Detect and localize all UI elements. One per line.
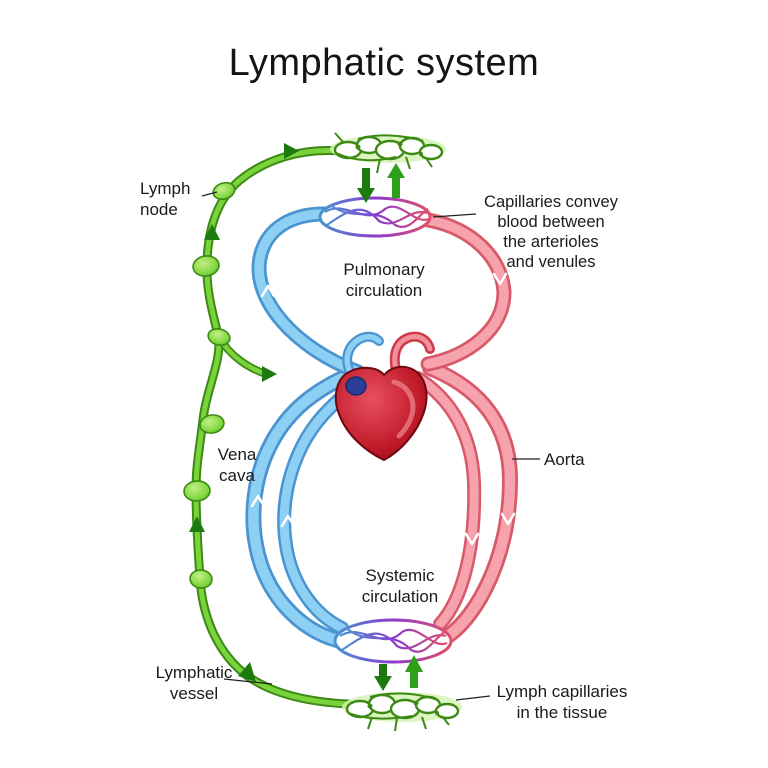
label-systemic-circulation: Systemic circulation <box>361 566 439 606</box>
exchange-arrows-top <box>357 163 405 203</box>
pulmonary-artery-loop <box>420 212 512 372</box>
lymph-node <box>183 480 211 502</box>
systemic-arteries-aorta <box>411 360 519 644</box>
up-arrow-icon <box>405 655 423 672</box>
lymph-node <box>189 569 213 589</box>
lymph-node <box>212 181 236 201</box>
lymph-node <box>192 255 220 277</box>
label-lymph-node: Lymph node <box>140 179 191 219</box>
lymph-nodes <box>183 181 236 589</box>
lymph-flow-arrows <box>189 143 299 682</box>
blood-flow-arrows <box>250 272 516 546</box>
label-capillaries-convey: Capillaries convey blood between the art… <box>484 193 618 272</box>
label-vena-cava: Vena cava <box>217 445 257 485</box>
leader-lymph-capillaries <box>455 695 491 701</box>
exchange-arrows-bottom <box>374 655 423 691</box>
lymph-capillary-network-top <box>330 132 446 174</box>
heart <box>334 331 435 462</box>
systemic-capillary-bed <box>333 618 453 664</box>
label-aorta: Aorta <box>544 450 585 469</box>
leader-lymphatic-vessel <box>223 678 273 685</box>
diagram-title: Lymphatic system <box>228 42 540 84</box>
leader-lines <box>201 191 540 701</box>
leader-capillaries <box>432 213 477 218</box>
lymph-node <box>207 327 231 347</box>
label-pulmonary-circulation: Pulmonary circulation <box>343 260 425 300</box>
heart-atrium <box>345 376 367 396</box>
lymph-capillary-network-bottom <box>342 692 462 732</box>
label-lymph-capillaries: Lymph capillaries in the tissue <box>496 682 628 722</box>
pulmonary-capillary-bed <box>318 196 432 238</box>
lymph-node <box>199 414 225 434</box>
up-arrow-icon <box>387 163 405 178</box>
pulmonary-vein-loop <box>251 206 366 380</box>
down-arrow-icon <box>374 676 392 691</box>
down-arrow-icon <box>357 188 375 203</box>
label-lymphatic-vessel: Lymphatic vessel <box>155 663 233 703</box>
leader-lymph-node <box>201 191 218 197</box>
